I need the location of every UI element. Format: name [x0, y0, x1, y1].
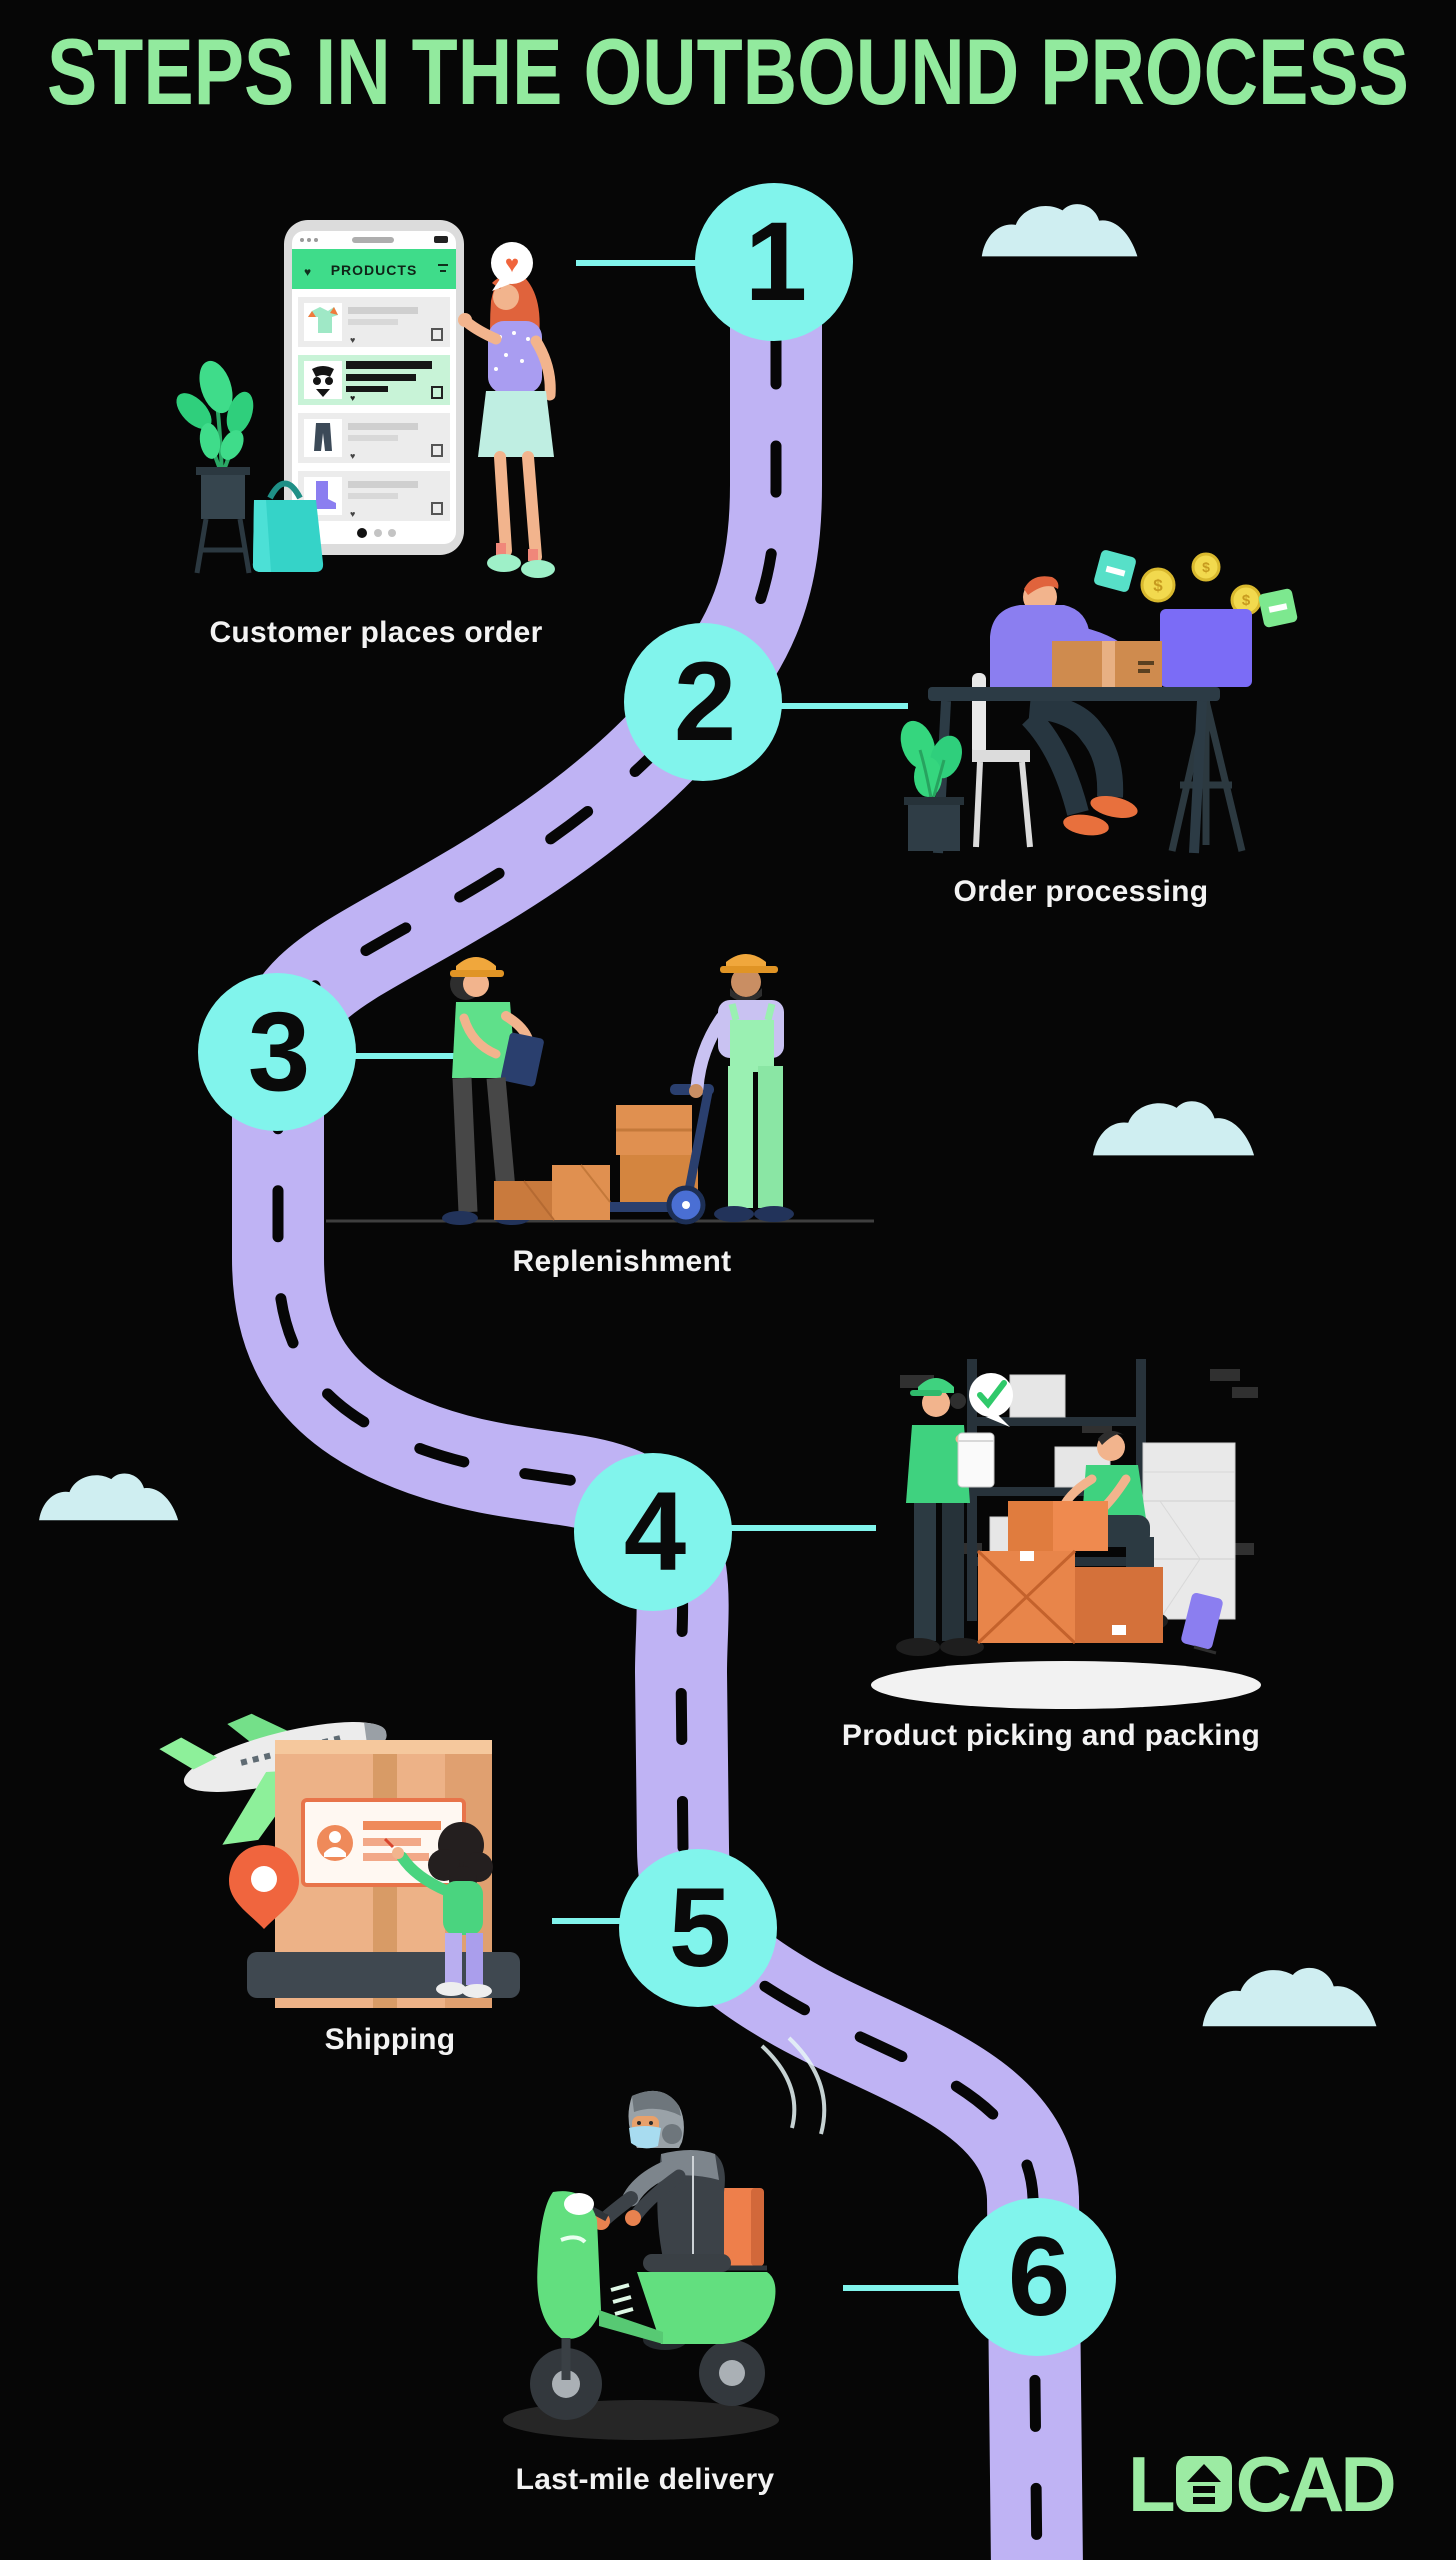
- price-tag-icon: [1094, 550, 1136, 592]
- step-6-badge: 6: [958, 2198, 1116, 2356]
- svg-text:♥: ♥: [350, 335, 355, 345]
- picker-woman: [896, 1378, 995, 1656]
- locad-logo: L CAD: [1128, 2440, 1397, 2528]
- logo-letters-cad: CAD: [1235, 2440, 1397, 2528]
- svg-text:$: $: [1242, 592, 1251, 609]
- svg-text:♥: ♥: [350, 393, 355, 403]
- step-5-badge: 5: [619, 1849, 777, 2007]
- step-6-number: 6: [1007, 2214, 1070, 2339]
- location-pin-icon: [229, 1845, 299, 1929]
- green-scooter: [530, 2191, 776, 2420]
- woman-labeling: [383, 1822, 493, 1998]
- step-4-number: 4: [623, 1469, 686, 1594]
- box-stack: [494, 1164, 611, 1221]
- step-3-number: 3: [247, 989, 310, 1114]
- svg-text:$: $: [1202, 559, 1210, 575]
- purple-clipboard: [1181, 1592, 1223, 1655]
- road-center-dashes: [272, 224, 1043, 2560]
- plant-icon: [176, 360, 254, 574]
- page-title: STEPS IN THE OUTBOUND PROCESS: [47, 19, 1409, 124]
- phone-screen: ♥ PRODUCTS ♥ ♥: [284, 220, 464, 555]
- check-bubble-icon: [969, 1373, 1013, 1427]
- warehouse-woman: [442, 957, 544, 1225]
- svg-text:♥: ♥: [304, 265, 311, 279]
- step-1-number: 1: [744, 199, 807, 324]
- decorative-swoosh-lines: [760, 2036, 827, 2135]
- step-3-badge: 3: [198, 973, 356, 1131]
- illustration-customer-places-order: ♥ PRODUCTS ♥ ♥: [176, 220, 556, 578]
- illustration-last-mile-delivery: [503, 2090, 779, 2440]
- step-1-label: Customer places order: [209, 616, 543, 649]
- step-6-label: Last-mile delivery: [515, 2463, 775, 2496]
- cardboard-box: [1052, 641, 1162, 691]
- step-5-number: 5: [668, 1865, 731, 1990]
- svg-text:♥: ♥: [505, 251, 519, 278]
- plant-icon: [900, 720, 964, 851]
- illustration-shipping: [159, 1713, 520, 2008]
- step-3-label: Replenishment: [512, 1245, 732, 1278]
- logo-letter-l: L: [1128, 2440, 1176, 2528]
- shopping-bag-icon: [252, 480, 324, 572]
- phone-header-text: PRODUCTS: [331, 262, 418, 278]
- laptop-on-tripod: [1160, 609, 1252, 852]
- illustration-replenishment: [326, 954, 874, 1225]
- cloud-icon: [1202, 1967, 1377, 2027]
- cloud-icon: [1093, 1101, 1255, 1156]
- man-packing: [972, 576, 1140, 848]
- heart-bubble-icon: ♥: [491, 242, 533, 291]
- woman-shopper: [458, 267, 556, 578]
- step-2-number: 2: [673, 639, 736, 764]
- step-1-badge: 1: [695, 183, 853, 341]
- step-4-label: Product picking and packing: [841, 1719, 1261, 1752]
- step-5-label: Shipping: [324, 2023, 456, 2056]
- cloud-icon: [39, 1473, 179, 1521]
- floor-ellipse: [871, 1661, 1261, 1709]
- locad-o-arrow-icon: [1175, 2456, 1232, 2512]
- hand-truck: [610, 1084, 714, 1225]
- face-mask-icon: [629, 2126, 661, 2149]
- product-list: ♥ ♥ ♥ ♥: [298, 297, 450, 521]
- svg-text:♥: ♥: [350, 451, 355, 461]
- delivery-rider: [592, 2090, 725, 2350]
- warehouse-man: [689, 954, 794, 1222]
- svg-text:$: $: [1153, 576, 1163, 595]
- coin-icon: $: [1191, 552, 1221, 582]
- step-2-badge: 2: [624, 623, 782, 781]
- illustration-picking-packing: [871, 1359, 1261, 1709]
- cloud-icon: [981, 204, 1138, 257]
- illustration-order-processing: $ $ $: [900, 550, 1298, 854]
- coin-icon: $: [1140, 567, 1176, 603]
- title-banner: STEPS IN THE OUTBOUND PROCESS: [47, 19, 1409, 124]
- connector-lines: [354, 260, 962, 2291]
- price-tag-icon: [1258, 588, 1298, 628]
- svg-text:♥: ♥: [350, 509, 355, 519]
- step-4-badge: 4: [574, 1453, 732, 1611]
- orange-boxes: [976, 1501, 1163, 1645]
- step-2-label: Order processing: [953, 875, 1209, 908]
